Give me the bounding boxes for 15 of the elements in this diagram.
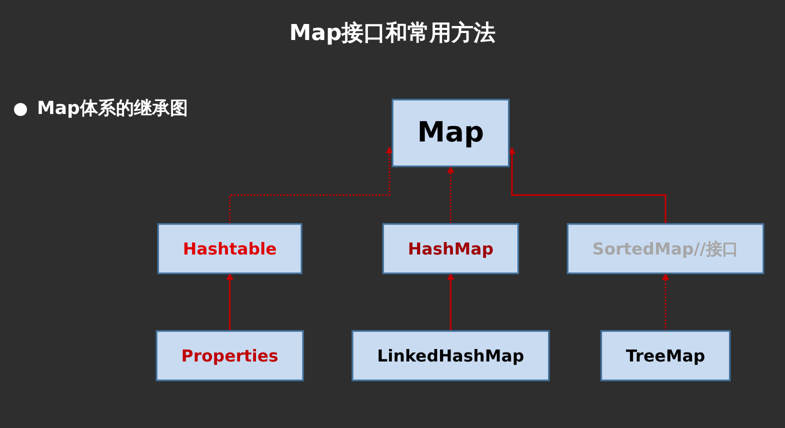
node-box: SortedMap//接口 (566, 223, 764, 274)
node-box: Map (392, 98, 510, 168)
arrow (447, 166, 454, 225)
node-box: TreeMap (600, 330, 731, 382)
arrow (662, 273, 670, 332)
arrow (447, 273, 454, 332)
arrow (229, 146, 394, 225)
node-box: Hashtable (157, 223, 302, 274)
node-box: Properties (156, 330, 304, 382)
arrow (508, 147, 666, 225)
diagram-title: Map接口和常用方法 (288, 20, 497, 48)
node-box: HashMap (382, 223, 520, 274)
node-box: LinkedHashMap (352, 330, 550, 382)
arrow (226, 273, 234, 332)
bullet-heading: Map体系的继承图 (37, 97, 188, 120)
